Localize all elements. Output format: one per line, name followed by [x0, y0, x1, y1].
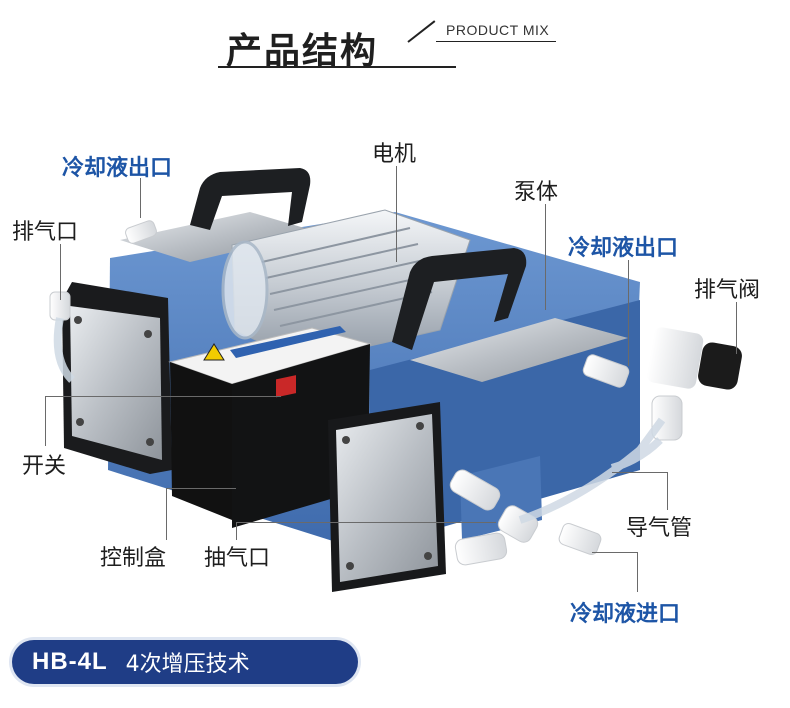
- label-suction-port: 抽气口: [204, 546, 271, 571]
- label-control-box: 控制盒: [100, 546, 167, 571]
- model-badge: HB-4L 4次增压技术: [12, 640, 358, 684]
- page-subtitle: PRODUCT MIX: [446, 22, 550, 38]
- leader-exhaust-port: [60, 244, 61, 300]
- leader-air-tube-h: [612, 472, 668, 473]
- page-title: 产品结构: [226, 31, 379, 72]
- exhaust-valve-body: [646, 327, 704, 389]
- model-feature: 4次增压技术: [125, 652, 250, 677]
- leader-coolant-inlet-v: [637, 552, 638, 592]
- exhaust-valve-knob: [698, 342, 742, 390]
- subtitle-underline: [436, 41, 556, 42]
- leader-switch-h: [45, 396, 281, 397]
- leader-pump-body-v: [545, 204, 546, 310]
- label-air-tube: 导气管: [626, 516, 693, 541]
- leader-motor: [396, 166, 397, 262]
- leader-coolant-outlet-left: [140, 178, 141, 218]
- leader-air-tube-v: [667, 472, 668, 510]
- handle-right: [392, 248, 527, 350]
- label-coolant-outlet-right: 冷却液出口: [568, 236, 679, 261]
- label-switch: 开关: [22, 454, 67, 479]
- handle-left: [190, 168, 311, 230]
- leader-control-box-h: [166, 488, 236, 489]
- left-head-plate: [120, 212, 318, 262]
- label-exhaust-port: 排气口: [12, 220, 79, 245]
- label-coolant-inlet: 冷却液进口: [570, 602, 681, 627]
- label-exhaust-valve: 排气阀: [694, 278, 761, 303]
- right-head-plate: [410, 318, 628, 382]
- label-motor: 电机: [372, 142, 417, 167]
- model-name: HB-4L: [32, 648, 108, 675]
- label-pump-body: 泵体: [514, 180, 559, 205]
- leader-coolant-inlet-h: [592, 552, 638, 553]
- leader-suction-port-v: [236, 522, 237, 540]
- leader-suction-port-h: [236, 522, 496, 523]
- leader-control-box-v: [166, 488, 167, 540]
- leader-exhaust-valve: [736, 302, 737, 354]
- leader-coolant-outlet-right: [628, 260, 629, 366]
- leader-switch-v: [45, 396, 46, 446]
- title-underline: [218, 66, 456, 68]
- label-coolant-outlet-left: 冷却液出口: [62, 156, 173, 181]
- control-box-front: [170, 362, 232, 520]
